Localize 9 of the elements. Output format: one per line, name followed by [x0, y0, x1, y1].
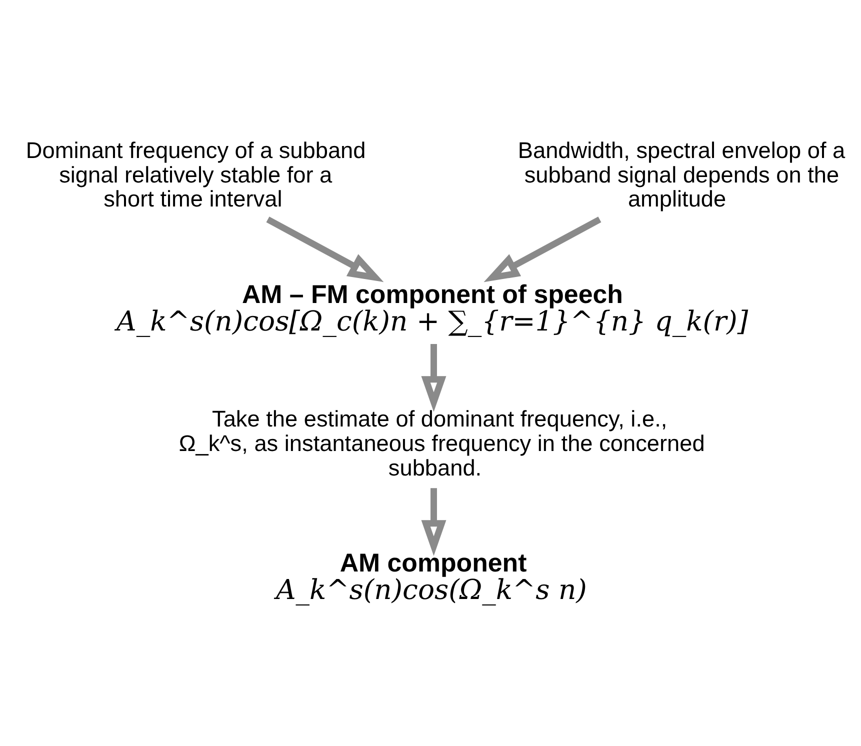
node-text: Dominant frequency of a subband signal relatively stable for a short time interval	[26, 137, 366, 212]
node-text: Bandwidth, spectral envelop of a subband signal depends on the amplitude	[518, 137, 846, 212]
arrow	[421, 488, 446, 556]
node-text: AM – FM component of speech A_k^s(n)cos[Ω_c(k)n + ∑_{r=1}^{n} q_k(r)]	[116, 281, 748, 338]
arrow	[266, 216, 384, 282]
arrow	[421, 344, 446, 412]
arrow	[484, 216, 602, 282]
node-text: Take the estimate of dominant frequency, i.e., Ω_k^s, as instantaneous frequency in the concerned subband.	[178, 406, 705, 480]
node-text: AM component A_k^s(n)cos(Ω_k^s n)	[276, 550, 587, 606]
